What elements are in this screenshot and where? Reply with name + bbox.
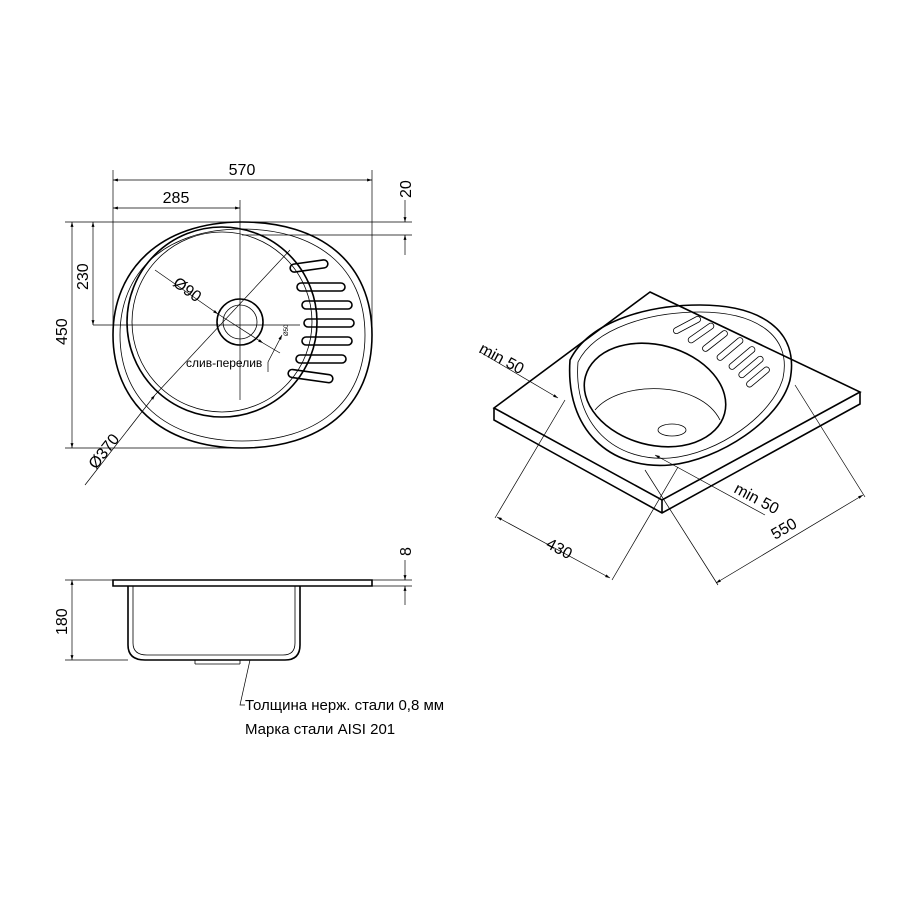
bowl-outline [126, 226, 318, 418]
side-view: 8 180 Толщина нерж. стали 0,8 мм Марка с… [54, 547, 444, 738]
note-steel-grade: Марка стали AISI 201 [245, 721, 395, 738]
dim-8: 8 [398, 547, 415, 556]
iso-slots [673, 315, 770, 388]
dim-180: 180 [54, 608, 71, 635]
sink-rim-inner [119, 228, 366, 442]
iso-dim-550: 550 [769, 515, 801, 543]
side-bowl [127, 586, 301, 661]
dim-20: 20 [398, 180, 415, 198]
dim-570: 570 [229, 162, 256, 179]
iso-view: min 50 min 50 430 550 [476, 291, 866, 586]
top-view: 570 285 20 230 450 Ø370 Ø90 Ø50 слив-пер… [54, 162, 415, 486]
dim-285: 285 [163, 190, 190, 207]
bowl-inner [131, 231, 313, 413]
drain-label: слив-перелив [186, 356, 262, 370]
iso-min50-right: min 50 [731, 481, 781, 519]
dim-d370: Ø370 [86, 431, 124, 472]
overflow-diameter: Ø50 [284, 324, 290, 336]
iso-min50-left: min 50 [476, 341, 526, 379]
dim-450: 450 [54, 318, 71, 345]
drainboard-slots [287, 259, 355, 384]
sink-iso-bowl [583, 342, 727, 448]
dim-d90: Ø90 [170, 274, 205, 306]
note-thickness: Толщина нерж. стали 0,8 мм [245, 697, 444, 714]
iso-dim-430: 430 [543, 536, 575, 564]
sink-iso-rim [568, 304, 793, 467]
countertop-edge [493, 392, 861, 514]
side-rim [112, 579, 373, 587]
dim-230: 230 [75, 263, 92, 290]
